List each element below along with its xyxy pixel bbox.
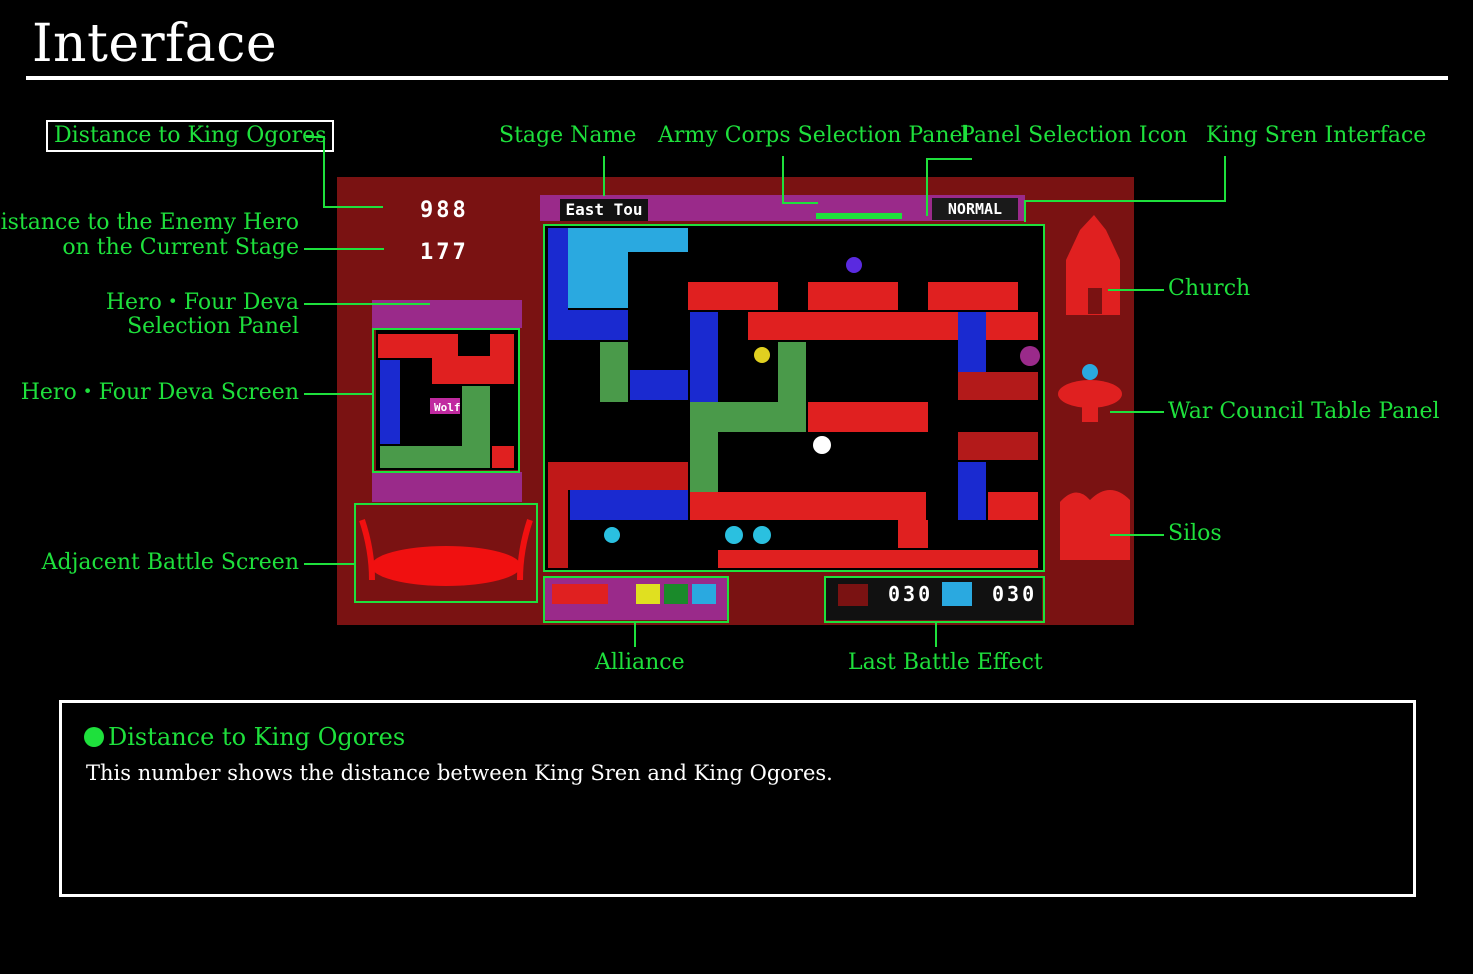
bullet-icon	[84, 727, 104, 747]
connector-line	[1110, 534, 1164, 536]
last-battle-left-value: 030	[888, 582, 934, 606]
label-stage-name[interactable]: Stage Name	[499, 123, 637, 148]
label-alliance[interactable]: Alliance	[595, 650, 685, 675]
connector-line	[926, 158, 928, 216]
connector-line	[782, 156, 784, 204]
connector-line	[323, 136, 325, 208]
hero-deva-screen-box[interactable]	[372, 328, 520, 473]
page-title: Interface	[32, 14, 278, 74]
label-hero-deva-screen[interactable]: Hero・Four Deva Screen	[20, 380, 299, 405]
label-hero-deva-panel-2[interactable]: Selection Panel	[127, 314, 299, 339]
connector-line	[1024, 200, 1226, 202]
connector-line	[304, 393, 374, 395]
main-map-box[interactable]	[543, 224, 1045, 572]
wolf-tag: Wolf	[434, 401, 461, 414]
connector-line	[603, 156, 605, 196]
info-panel: Distance to King Ogores This number show…	[59, 700, 1416, 897]
info-body: This number shows the distance between K…	[86, 761, 833, 785]
connector-line	[1024, 200, 1026, 222]
connector-line	[1110, 411, 1164, 413]
info-title: Distance to King Ogores	[84, 723, 405, 751]
stage-name-display: East Tou	[560, 199, 648, 221]
label-war-council-table[interactable]: War Council Table Panel	[1168, 399, 1440, 424]
label-distance-enemy-hero-2[interactable]: on the Current Stage	[62, 235, 299, 260]
label-distance-enemy-hero-1[interactable]: Distance to the Enemy Hero	[0, 210, 299, 235]
label-hero-deva-panel-1[interactable]: Hero・Four Deva	[105, 290, 299, 315]
label-adjacent-battle-screen[interactable]: Adjacent Battle Screen	[41, 550, 299, 575]
last-battle-effect-box[interactable]	[824, 576, 1045, 623]
distance-enemy-hero-value: 177	[420, 240, 469, 265]
alliance-box[interactable]	[543, 576, 729, 623]
title-divider	[26, 76, 1448, 80]
label-distance-king-ogores[interactable]: Distance to King Ogores	[46, 120, 335, 152]
connector-line	[1108, 289, 1164, 291]
connector-line	[935, 623, 937, 647]
label-church[interactable]: Church	[1168, 276, 1251, 301]
connector-line	[634, 623, 636, 647]
label-king-sren-interface[interactable]: King Sren Interface	[1206, 123, 1427, 148]
connector-line	[1224, 156, 1226, 202]
distance-king-ogores-value: 988	[420, 198, 469, 223]
difficulty-mode: NORMAL	[932, 198, 1018, 220]
label-last-battle-effect[interactable]: Last Battle Effect	[848, 650, 1043, 675]
connector-line	[304, 303, 430, 305]
connector-line	[306, 136, 324, 138]
adjacent-battle-screen-box[interactable]	[354, 503, 538, 603]
connector-line	[782, 202, 818, 204]
connector-line	[304, 248, 384, 250]
last-battle-right-value: 030	[992, 582, 1038, 606]
label-silos[interactable]: Silos	[1168, 521, 1222, 546]
connector-line	[926, 158, 972, 160]
label-army-corps-panel[interactable]: Army Corps Selection Panel	[658, 123, 970, 148]
connector-line	[323, 206, 383, 208]
connector-line	[304, 563, 356, 565]
label-panel-selection-icon[interactable]: Panel Selection Icon	[960, 123, 1188, 148]
